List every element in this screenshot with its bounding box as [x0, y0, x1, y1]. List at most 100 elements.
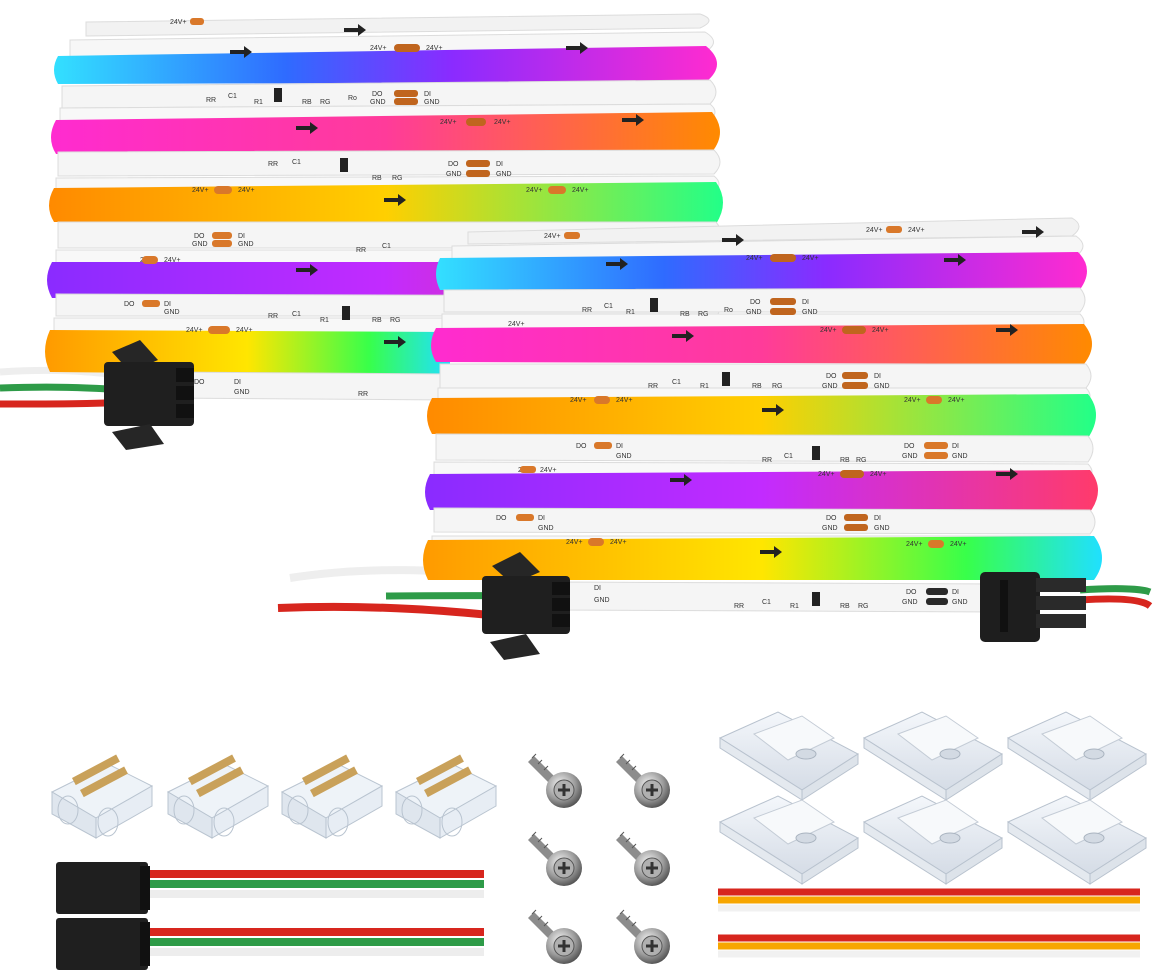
pcb-label-power: 24V+ [802, 255, 819, 262]
solder-pad [840, 470, 864, 478]
solder-pad [394, 98, 418, 105]
arrow-right-icon [384, 194, 406, 206]
pcb-label-di: DI [424, 91, 431, 98]
pcb-label-di: DI [594, 585, 601, 592]
wire-red [1079, 595, 1153, 609]
pcb-label-rb: RB [302, 99, 312, 106]
wire-red [277, 602, 501, 620]
arrow-right-icon [996, 468, 1018, 480]
arrow-right-icon [760, 546, 782, 558]
pcb-label-do: DO [906, 589, 917, 596]
pcb-markings-right: 24V+ 24V+ 24V+ 24V+ 24V+ RR C1 R1 RB RG … [496, 226, 968, 610]
pcb-label-gnd: GND [952, 453, 968, 460]
pcb-label-rr: RR [648, 383, 658, 390]
pcb-label-ro: Ro [348, 95, 357, 102]
pcb-label-di: DI [234, 379, 241, 386]
pcb-label-di: DI [802, 299, 809, 306]
pcb-label-di: DI [496, 161, 503, 168]
pcb-label-power: 24V+ [494, 119, 511, 126]
pcb-label-rr: RR [206, 97, 216, 104]
solder-pad [212, 232, 232, 239]
mounting-clip [862, 711, 1003, 801]
pcb-label-power: 24V+ [440, 119, 457, 126]
jst-connector-right-male [482, 552, 570, 660]
pcb-label-c1: C1 [762, 599, 771, 606]
solder-pad [926, 588, 948, 595]
pcb-label-rb: RB [680, 311, 690, 318]
pcb-label-power: 24V+ [610, 539, 627, 546]
pcb-label-power: 24V+ [904, 397, 921, 404]
pcb-label-rg: RG [698, 311, 709, 318]
screw-icon [528, 909, 582, 964]
arrow-right-icon [996, 324, 1018, 336]
pcb-label-rr: RR [356, 247, 366, 254]
pcb-label-rg: RG [856, 457, 867, 464]
arrow-right-icon [296, 264, 318, 276]
pcb-label-c1: C1 [784, 453, 793, 460]
solder-pad [594, 442, 612, 449]
solder-pad [928, 540, 944, 548]
solder-pad [842, 382, 868, 389]
solder-pad [214, 186, 232, 194]
mounting-clip [1006, 711, 1147, 801]
pcb-label-ro: Ro [724, 307, 733, 314]
pcb-label-gnd: GND [164, 309, 180, 316]
pcb-label-rg: RG [858, 603, 869, 610]
coil-stack-right [423, 217, 1102, 613]
pcb-label-c1: C1 [292, 159, 301, 166]
mounting-clip [718, 711, 859, 801]
pcb-label-power: 24V+ [544, 233, 561, 240]
solder-pad [466, 118, 486, 126]
pcb-label-gnd: GND [594, 597, 610, 604]
led-chip [812, 592, 820, 606]
solder-pad [842, 326, 866, 334]
screw-icon [616, 831, 670, 886]
pcb-label-do: DO [124, 301, 135, 308]
pcb-label-r1: R1 [254, 99, 263, 106]
pcb-label-rb: RB [752, 383, 762, 390]
pcb-label-rb: RB [840, 457, 850, 464]
screw-icon [528, 753, 582, 808]
led-chip [342, 306, 350, 320]
led-chip [722, 372, 730, 386]
mounting-clips [718, 711, 1147, 885]
pcb-label-power: 24V+ [192, 187, 209, 194]
arrow-right-icon [672, 330, 694, 342]
pcb-label-gnd: GND [902, 599, 918, 606]
pcb-markings-left: 24V+ 24V+ 24V+ RR C1 R1 RB RG Ro DO DI G… [124, 18, 589, 398]
solder-pad [770, 298, 796, 305]
pcb-label-power: 24V+ [570, 397, 587, 404]
pcb-label-rr: RR [358, 391, 368, 398]
pcb-label-rr: RR [582, 307, 592, 314]
solder-pad [142, 256, 158, 264]
solder-pad [466, 170, 490, 177]
pcb-label-gnd: GND [238, 241, 254, 248]
pcb-label-power: 24V+ [236, 327, 253, 334]
pcb-label-do: DO [448, 161, 459, 168]
solderless-connector [394, 754, 498, 839]
pcb-label-rg: RG [320, 99, 331, 106]
pcb-label-power: 24V+ [370, 45, 387, 52]
pcb-label-di: DI [164, 301, 171, 308]
pcb-label-gnd: GND [746, 309, 762, 316]
pcb-label-gnd: GND [952, 599, 968, 606]
pcb-label-gnd: GND [902, 453, 918, 460]
pcb-label-c1: C1 [292, 311, 301, 318]
pcb-label-power: 24V+ [170, 19, 187, 26]
pcb-label-power: 24V+ [526, 187, 543, 194]
pcb-label-power: 24V+ [186, 327, 203, 334]
solderless-connector [50, 754, 154, 839]
pcb-label-rb: RB [372, 317, 382, 324]
pcb-label-rr: RR [762, 457, 772, 464]
arrow-right-icon [622, 114, 644, 126]
pcb-label-gnd: GND [234, 389, 250, 396]
pcb-label-gnd: GND [496, 171, 512, 178]
pcb-label-power: 24V+ [872, 327, 889, 334]
pcb-label-di: DI [874, 373, 881, 380]
pcb-label-gnd: GND [192, 241, 208, 248]
pcb-label-r1: R1 [790, 603, 799, 610]
pcb-label-gnd: GND [874, 525, 890, 532]
pcb-label-rg: RG [390, 317, 401, 324]
pcb-label-di: DI [874, 515, 881, 522]
